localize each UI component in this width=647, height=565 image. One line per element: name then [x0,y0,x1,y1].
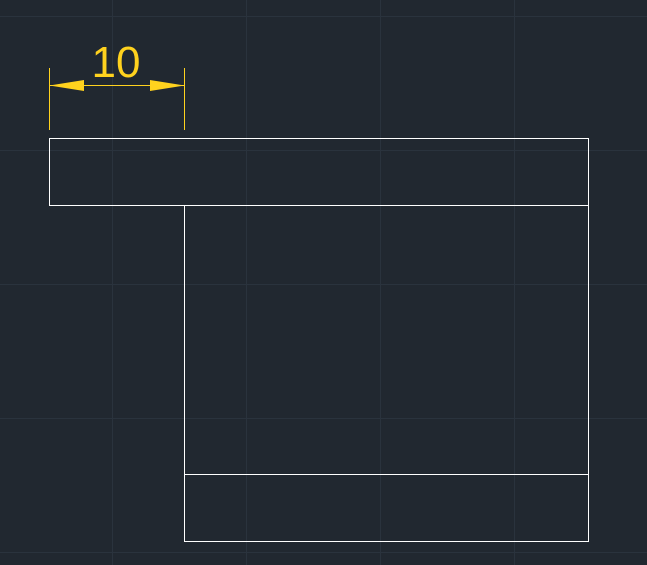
bottom-rectangle[interactable] [184,474,589,542]
linear-dimension[interactable]: 10 [49,38,185,130]
geometry [49,138,589,542]
dimension-value: 10 [92,38,141,87]
arrowhead-right-icon [150,80,185,91]
arrowhead-left-icon [49,80,84,91]
